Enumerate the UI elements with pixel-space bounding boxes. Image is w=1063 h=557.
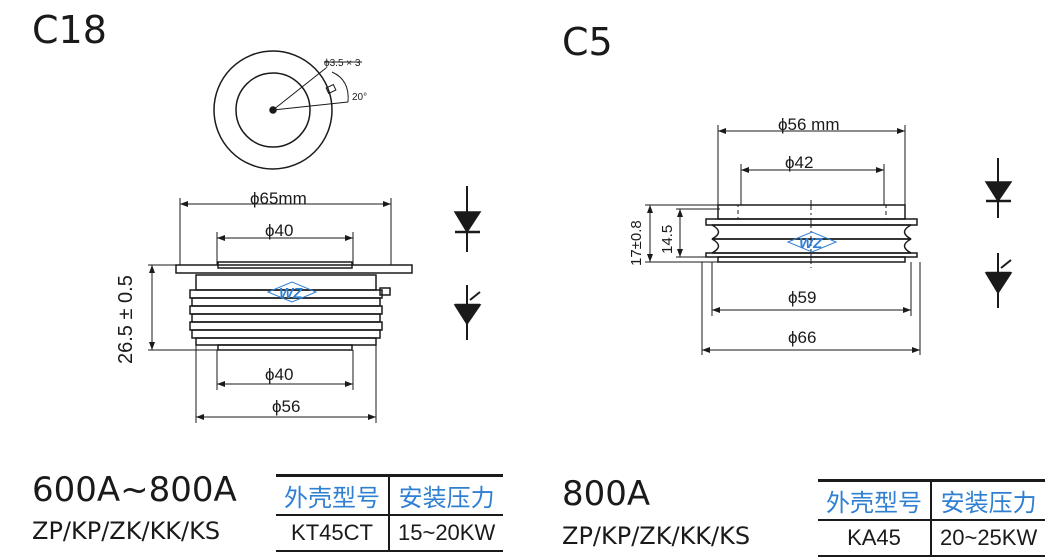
c5-dim-top-outer: ϕ56 mm [778, 115, 839, 134]
c18-title: C18 [32, 8, 107, 52]
c18-spec-table: 外壳型号 安装压力 KT45CT 15~20KW [276, 474, 504, 552]
c5-dim-bottom-inner: ϕ59 [788, 288, 816, 307]
table-cell-package: KT45CT [276, 515, 389, 552]
c5-side-view [645, 125, 921, 355]
table-header-package: 外壳型号 [818, 479, 931, 521]
c18-dim-bottom-inner: ϕ40 [265, 365, 293, 384]
c5-title: C5 [562, 20, 613, 64]
c18-angle-label: 20° [352, 92, 367, 103]
svg-text:ϕ40: ϕ40 [265, 365, 293, 384]
svg-text:20°: 20° [352, 92, 367, 103]
svg-text:ϕ42: ϕ42 [785, 153, 813, 172]
svg-text:17±0.8: 17±0.8 [628, 220, 645, 266]
c5-types: ZP/KP/ZK/KK/KS [562, 522, 751, 550]
c5-dim-height-inner: 14.5 [659, 225, 676, 254]
table-cell-pressure: 20~25KW [929, 520, 1046, 557]
c18-logo: WZ [266, 281, 318, 303]
c18-dim-top-inner: ϕ40 [265, 221, 293, 240]
c18-top-view [213, 50, 362, 170]
table-cell-pressure: 15~20KW [387, 515, 504, 552]
c5-logo: WZ [786, 231, 838, 253]
table-header-package: 外壳型号 [276, 474, 389, 516]
c18-dim-height: 26.5 ± 0.5 [115, 275, 137, 364]
c18-dim-bottom-outer: ϕ56 [272, 397, 300, 416]
svg-text:ϕ56 mm: ϕ56 mm [778, 115, 839, 134]
c5-dim-top-inner: ϕ42 [785, 153, 813, 172]
c5-spec-table: 外壳型号 安装压力 KA45 20~25KW [818, 479, 1046, 557]
c18-side-view [148, 198, 413, 423]
svg-text:14.5: 14.5 [659, 225, 676, 254]
c5-rating: 800A [562, 474, 651, 514]
c18-rating: 600A~800A [32, 470, 237, 510]
c18-dim-top-outer: ϕ65mm [250, 189, 307, 208]
c5-thyristor-symbol [984, 253, 1013, 308]
c5-dim-height-outer: 17±0.8 [628, 220, 645, 266]
svg-text:ϕ59: ϕ59 [788, 288, 816, 307]
c18-hole-label: ϕ3.5 × 3 [324, 58, 361, 69]
c18-thyristor-symbol [453, 285, 482, 340]
svg-text:ϕ3.5 × 3: ϕ3.5 × 3 [324, 58, 361, 69]
svg-text:WZ: WZ [799, 235, 823, 252]
c18-types: ZP/KP/ZK/KK/KS [32, 517, 221, 545]
c5-diode-symbol [984, 158, 1013, 218]
svg-text:26.5 ± 0.5: 26.5 ± 0.5 [115, 275, 137, 364]
c18-diode-symbol [453, 186, 482, 252]
svg-text:ϕ56: ϕ56 [272, 397, 300, 416]
svg-text:ϕ65mm: ϕ65mm [250, 189, 307, 208]
table-header-pressure: 安装压力 [387, 474, 504, 516]
svg-text:WZ: WZ [279, 285, 303, 302]
svg-text:ϕ66: ϕ66 [788, 328, 816, 347]
c5-dim-bottom-outer: ϕ66 [788, 328, 816, 347]
table-header-pressure: 安装压力 [929, 479, 1046, 521]
table-cell-package: KA45 [818, 520, 931, 557]
svg-text:ϕ40: ϕ40 [265, 221, 293, 240]
